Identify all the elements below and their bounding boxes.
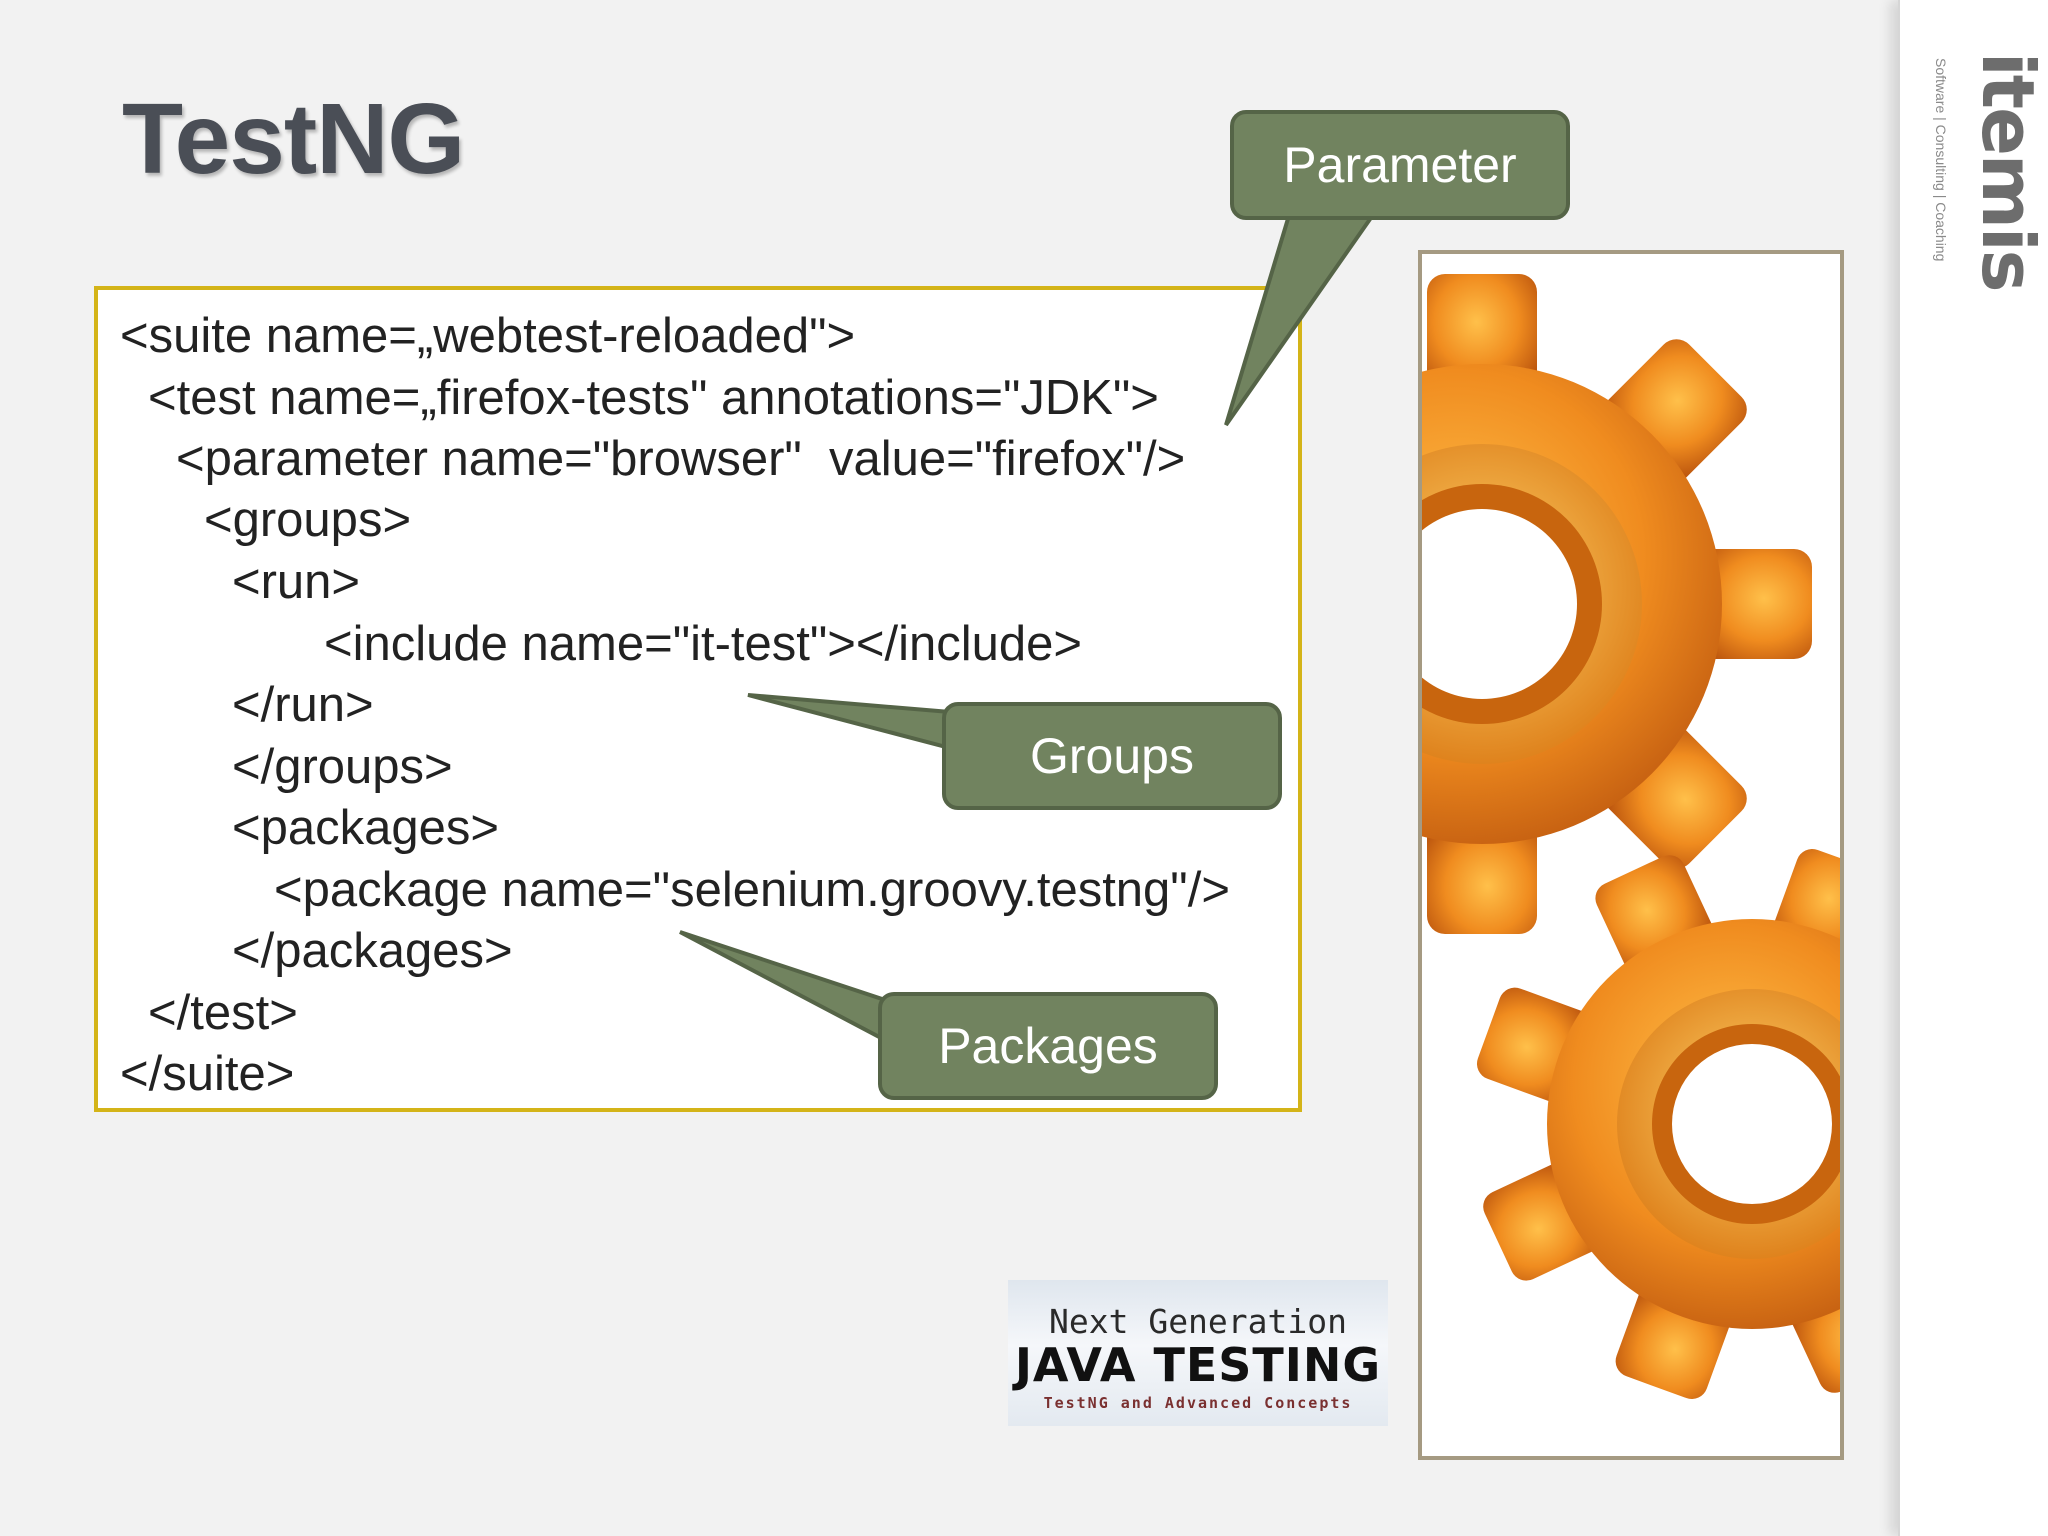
code-line: </test>: [148, 986, 298, 1040]
groups-callout: Groups: [942, 702, 1282, 810]
code-line: <parameter name="browser" value="firefox…: [176, 432, 1186, 486]
code-line: <groups>: [204, 493, 412, 547]
gear-large: [1422, 274, 1812, 934]
slide-title: TestNG: [122, 83, 465, 195]
code-box: <suite name=„webtest-reloaded"> <test na…: [94, 286, 1302, 1112]
code-line: <test name=„firefox-tests" annotations="…: [148, 371, 1159, 425]
parameter-callout: Parameter: [1230, 110, 1570, 220]
code-line: </groups>: [232, 740, 453, 794]
gear-small: [1476, 848, 1840, 1400]
book-line-1: Next Generation: [1048, 1302, 1347, 1341]
logo-name: itemis: [1966, 52, 2048, 291]
book-cover: Next Generation JAVA TESTING TestNG and …: [1008, 1280, 1388, 1426]
code-line: </suite>: [120, 1047, 295, 1101]
book-line-3: TestNG and Advanced Concepts: [1043, 1394, 1353, 1412]
code-line: </run>: [232, 678, 374, 732]
itemis-logo: itemis Software | Consulting | Coaching: [1920, 52, 2048, 291]
gears-illustration: [1422, 274, 1840, 1400]
right-sidebar: [1898, 0, 2048, 1536]
code-line: <packages>: [232, 801, 499, 855]
logo-tagline: Software | Consulting | Coaching: [1933, 58, 1949, 262]
code-line: </packages>: [232, 924, 513, 978]
code-line: <package name="selenium.groovy.testng"/>: [274, 863, 1230, 917]
code-line: <run>: [232, 555, 361, 609]
book-line-2: JAVA TESTING: [1014, 1338, 1382, 1392]
packages-callout: Packages: [878, 992, 1218, 1100]
code-line: <suite name=„webtest-reloaded">: [120, 309, 856, 363]
gears-image: [1418, 250, 1844, 1460]
code-line: <include name="it-test"></include>: [324, 617, 1083, 671]
